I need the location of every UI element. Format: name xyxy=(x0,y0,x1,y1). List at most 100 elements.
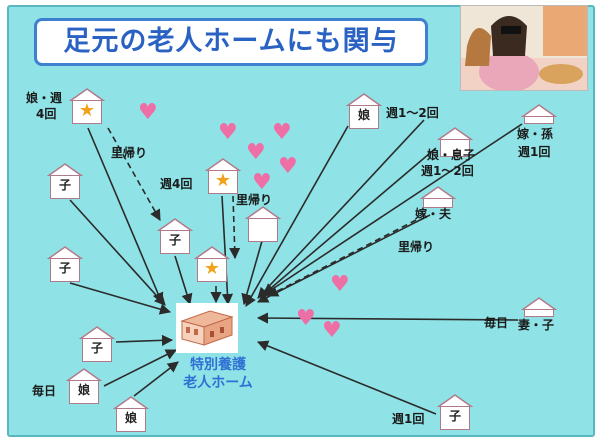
house-h6: 娘 xyxy=(113,396,149,432)
visit-arrow xyxy=(87,127,164,305)
house-body xyxy=(440,139,470,157)
return-visit-arrow xyxy=(267,219,417,297)
house-body xyxy=(50,175,80,199)
title-banner: 足元の老人ホームにも関与 xyxy=(34,18,428,66)
house-body xyxy=(524,116,554,124)
visit-arrow xyxy=(69,199,166,306)
house-body xyxy=(208,170,238,194)
house-roof-icon xyxy=(437,394,473,407)
house-label: 子 xyxy=(448,409,461,423)
note-mainichi-1: 毎日 xyxy=(484,316,509,330)
house-body xyxy=(349,105,379,129)
house-h2: 子 xyxy=(47,163,83,199)
page-title: 足元の老人ホームにも関与 xyxy=(63,26,399,57)
house-body xyxy=(50,258,80,282)
star-icon: ★ xyxy=(203,258,221,279)
nursing-home-building-icon xyxy=(176,303,238,353)
house-label: 子 xyxy=(58,178,71,192)
nursing-home-label: 特別養護 老人ホーム xyxy=(162,356,274,392)
house-h13 xyxy=(521,104,557,124)
note-yome-mago: 嫁・孫 xyxy=(517,127,554,141)
house-roof-icon xyxy=(69,88,105,101)
house-label: 娘 xyxy=(357,108,370,122)
note-n1a: 娘・週 xyxy=(26,91,63,105)
visit-arrow xyxy=(257,214,431,303)
heart-decoration: ♥ xyxy=(138,100,158,125)
house-h15 xyxy=(521,297,557,317)
house-h16: 子 xyxy=(437,394,473,430)
house-h11: 娘 xyxy=(346,93,382,129)
house-roof-icon xyxy=(194,246,230,259)
house-roof-icon xyxy=(245,206,281,219)
house-body xyxy=(248,218,278,242)
note-tsuma-ko: 妻・子 xyxy=(518,318,555,332)
visit-arrow xyxy=(103,349,178,387)
note-week1-b: 週1回 xyxy=(392,412,425,426)
nursing-home-label-line1: 特別養護 xyxy=(190,357,246,373)
visit-arrow xyxy=(241,240,263,306)
house-body xyxy=(69,380,99,404)
house-body xyxy=(116,408,146,432)
house-h5: 娘 xyxy=(66,368,102,404)
resident-photo xyxy=(460,5,588,91)
house-h14 xyxy=(420,186,456,208)
house-h8 xyxy=(245,206,281,242)
house-roof-icon xyxy=(346,93,382,106)
visit-arrow xyxy=(69,282,172,315)
heart-decoration: ♥ xyxy=(322,318,342,343)
house-body xyxy=(82,338,112,362)
house-roof-icon xyxy=(521,104,557,117)
house-roof-icon xyxy=(113,396,149,409)
house-roof-icon xyxy=(205,158,241,171)
house-body xyxy=(524,309,554,317)
return-visit-arrow xyxy=(107,127,161,221)
house-roof-icon xyxy=(420,186,456,199)
house-h4: 子 xyxy=(79,326,115,362)
house-roof-icon xyxy=(79,326,115,339)
house-body xyxy=(160,230,190,254)
house-roof-icon xyxy=(437,127,473,140)
house-roof-icon xyxy=(47,246,83,259)
note-yome-otto: 嫁・夫 xyxy=(415,207,452,221)
return-visit-arrow xyxy=(229,195,241,260)
visit-arrow xyxy=(263,147,437,295)
house-roof-icon xyxy=(66,368,102,381)
note-musume-musuko: 娘・息子 xyxy=(427,148,476,162)
heart-decoration: ♥ xyxy=(296,306,316,331)
note-week-1-2-b: 週1～2回 xyxy=(421,164,474,178)
house-h9: 子 xyxy=(157,218,193,254)
house-label: 娘 xyxy=(124,411,137,425)
visit-arrow xyxy=(261,123,523,297)
note-n1b: 4回 xyxy=(36,107,57,121)
house-body xyxy=(440,406,470,430)
house-roof-icon xyxy=(521,297,557,310)
nursing-home-label-line2: 老人ホーム xyxy=(183,375,253,391)
heart-decoration: ♥ xyxy=(330,272,350,297)
house-h1: ★ xyxy=(69,88,105,124)
house-roof-icon xyxy=(47,163,83,176)
visit-arrow xyxy=(256,312,519,324)
visit-arrow xyxy=(245,125,349,307)
note-week1-a: 週1回 xyxy=(518,145,551,159)
note-week-1-2-a: 週1～2回 xyxy=(386,106,439,120)
note-satogaeri-1: 里帰り xyxy=(111,146,148,160)
note-week4: 週4回 xyxy=(160,177,193,191)
house-label: 子 xyxy=(168,233,181,247)
house-h12 xyxy=(437,127,473,157)
heart-decoration: ♥ xyxy=(246,140,266,165)
note-mainichi-2: 毎日 xyxy=(32,384,57,398)
house-body xyxy=(197,258,227,282)
star-icon: ★ xyxy=(214,170,232,191)
photo-illustration xyxy=(461,6,587,90)
house-label: 子 xyxy=(58,261,71,275)
house-label: 娘 xyxy=(77,383,90,397)
heart-decoration: ♥ xyxy=(218,120,238,145)
house-label: 子 xyxy=(90,341,103,355)
note-satogaeri-3: 里帰り xyxy=(398,240,435,254)
house-body xyxy=(72,100,102,124)
visit-arrow xyxy=(256,340,437,415)
visit-arrow xyxy=(221,195,234,306)
visit-arrow xyxy=(174,255,193,306)
